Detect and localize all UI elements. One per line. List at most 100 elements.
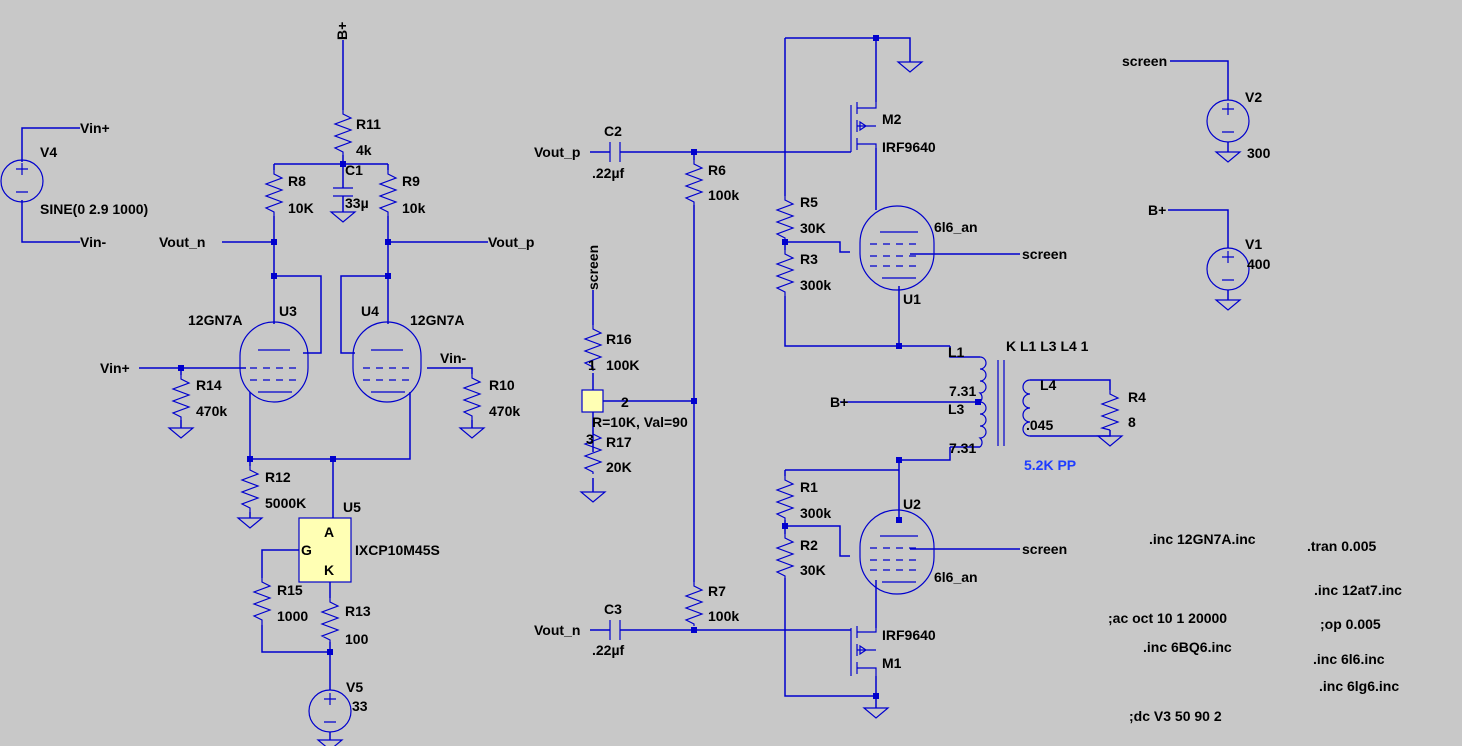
resistor-r12 [240, 466, 260, 512]
label-v4: V4 [40, 144, 57, 160]
value-r14: 470k [196, 403, 227, 419]
grounds [167, 61, 1242, 746]
mosfet-m2 [850, 102, 877, 152]
tube-u1 [859, 205, 935, 291]
resistor-r8 [264, 170, 284, 216]
resistor-r14 [171, 375, 191, 420]
ground-icon [1214, 299, 1242, 311]
resistor-r3 [775, 250, 795, 296]
directive: ;ac oct 10 1 20000 [1108, 610, 1227, 626]
pot-params: R=10K, Val=90 [592, 414, 688, 430]
value-r1: 300k [800, 505, 831, 521]
label-m2: M2 [882, 111, 902, 127]
source-v5 [308, 689, 352, 740]
value-r15: 1000 [277, 608, 308, 624]
potentiometer [581, 389, 604, 413]
net-vout-p: Vout_p [488, 234, 534, 250]
label-r16: R16 [606, 331, 632, 347]
resistor-r16 [583, 325, 603, 371]
label-u5: U5 [343, 499, 361, 515]
directive: .inc 12GN7A.inc [1149, 531, 1256, 547]
pin-u5-g: G [301, 542, 312, 558]
value-r13: 100 [345, 631, 369, 647]
label-r1: R1 [800, 479, 818, 495]
label-r15: R15 [277, 582, 303, 598]
value-r10: 470k [489, 403, 520, 419]
ic-u5 [298, 517, 352, 583]
ground-icon [458, 427, 486, 439]
label-r8: R8 [288, 173, 306, 189]
value-l1: 7.31 [949, 383, 976, 399]
label-v1: V1 [1245, 236, 1262, 252]
value-v5: 33 [352, 698, 368, 714]
capacitor-c2 [609, 142, 621, 162]
net-bplus: B+ [830, 394, 848, 410]
ground-icon [236, 517, 264, 529]
value-r3: 300k [800, 277, 831, 293]
label-c1: C1 [345, 162, 363, 178]
mosfet-m1 [850, 626, 877, 676]
label-r14: R14 [196, 377, 222, 393]
value-u3: 12GN7A [188, 312, 242, 328]
label-r10: R10 [489, 377, 515, 393]
value-l4: .045 [1026, 417, 1053, 433]
value-u2: 6l6_an [934, 569, 978, 585]
label-r9: R9 [402, 173, 420, 189]
directive: ;op 0.005 [1320, 616, 1381, 632]
value-v2: 300 [1247, 145, 1271, 161]
label-r2: R2 [800, 537, 818, 553]
net-bplus: B+ [1148, 202, 1166, 218]
net-screen: screen [1122, 53, 1167, 69]
label-v2: V2 [1245, 89, 1262, 105]
resistor-r15 [252, 578, 272, 625]
value-r5: 30K [800, 220, 826, 236]
ground-icon [896, 61, 924, 73]
net-bplus-top: B+ [334, 22, 350, 40]
ground-icon [329, 211, 357, 223]
net-vout-n: Vout_n [534, 622, 580, 638]
ground-icon [579, 491, 607, 503]
label-c2: C2 [604, 123, 622, 139]
resistor-r17 [583, 430, 603, 474]
tube-u2 [859, 509, 935, 595]
net-vin-minus: Vin- [80, 234, 107, 250]
net-screen: screen [585, 245, 601, 290]
value-c2: .22µf [592, 165, 625, 181]
value-u1: 6l6_an [934, 219, 978, 235]
pot-pin-3: 3 [586, 431, 594, 447]
junctions [178, 35, 981, 699]
wires [21, 37, 1229, 708]
value-r7: 100k [708, 608, 739, 624]
net-vout-n: Vout_n [159, 234, 205, 250]
resistor-r7 [684, 582, 704, 626]
mosfets [850, 102, 877, 676]
capacitor-c3 [609, 620, 621, 640]
directive: .inc 6BQ6.inc [1143, 639, 1232, 655]
label-r3: R3 [800, 251, 818, 267]
transformer [978, 356, 1031, 448]
pot-pin-1: 1 [588, 357, 596, 373]
ground-icon [167, 427, 195, 439]
voltage-sources [0, 99, 1250, 740]
value-c1: 33µ [345, 195, 369, 211]
tubes [239, 205, 935, 595]
resistor-r9 [378, 170, 398, 216]
ground-icon [316, 739, 344, 746]
value-v1: 400 [1247, 256, 1271, 272]
resistor-r5 [775, 196, 795, 242]
pot-pin-2: 2 [621, 394, 629, 410]
directive: .tran 0.005 [1307, 538, 1376, 554]
label-r12: R12 [265, 469, 291, 485]
label-u2: U2 [903, 496, 921, 512]
capacitor-c1 [333, 187, 353, 197]
directive: .inc 12at7.inc [1314, 582, 1402, 598]
value-r9: 10k [402, 200, 426, 216]
label-u4: U4 [361, 303, 379, 319]
net-vin-plus: Vin+ [80, 120, 110, 136]
value-u4: 12GN7A [410, 312, 464, 328]
label-c3: C3 [604, 601, 622, 617]
capacitors [333, 142, 621, 640]
resistor-r10 [462, 374, 482, 420]
label-v5: V5 [346, 679, 363, 695]
label-r11: R11 [356, 116, 381, 132]
